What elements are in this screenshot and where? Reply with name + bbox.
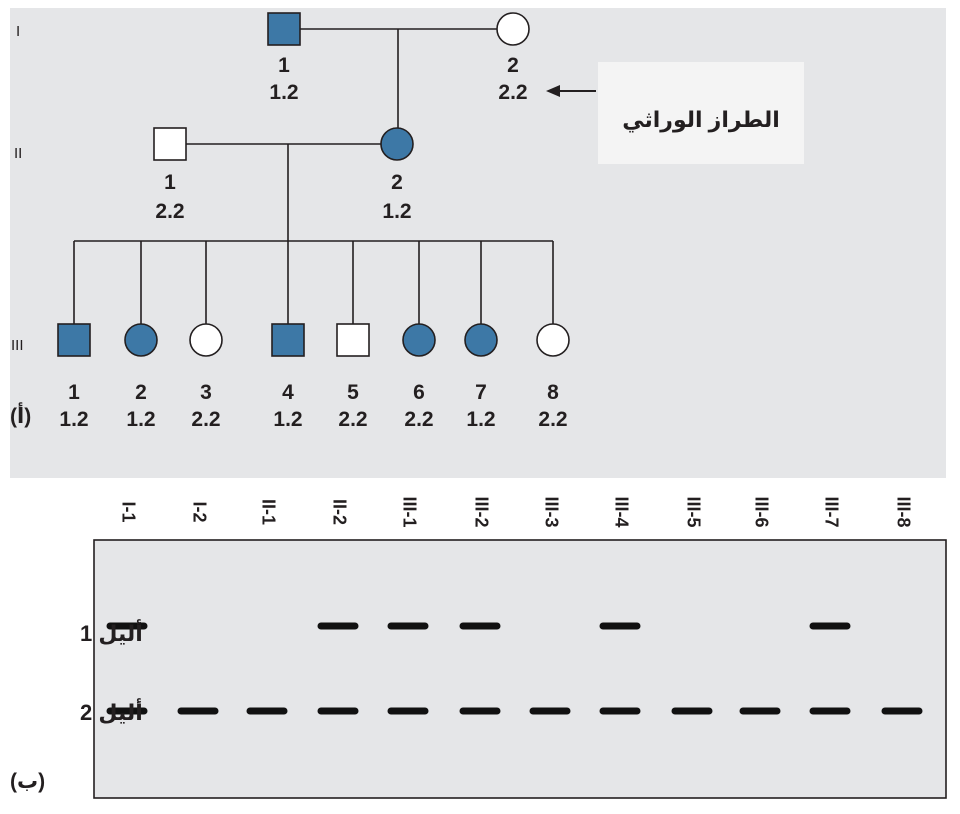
individual-iii-3-number: 3 — [200, 381, 212, 404]
generation-label-ii: II — [14, 145, 22, 162]
lane-label-i-2: I-2 — [189, 501, 209, 522]
individual-iii-5-number: 5 — [347, 381, 359, 404]
lane-label-i-1: I-1 — [118, 501, 138, 522]
individual-iii-4-genotype: 1.2 — [273, 408, 302, 431]
pedigree-lines — [73, 28, 554, 324]
individual-ii-2-circle — [380, 127, 414, 161]
individual-iii-4-number: 4 — [282, 381, 294, 404]
gel-box — [93, 539, 947, 799]
allele-2-label: أليل 2 — [80, 697, 143, 725]
individual-iii-6-genotype: 2.2 — [404, 408, 433, 431]
individual-i-1-square — [267, 12, 301, 46]
generation-label-i: I — [16, 23, 20, 40]
lane-label-iii-7: III-7 — [821, 496, 841, 527]
generation-label-iii: III — [11, 337, 24, 354]
lane-label-ii-1: II-1 — [258, 499, 278, 525]
individual-iii-1-genotype: 1.2 — [59, 408, 88, 431]
individual-ii-1-number: 1 — [164, 171, 176, 194]
gel: I-1 I-2 II-1 II-2 III-1 III-2 III-3 III-4 III-5 I… — [93, 496, 947, 799]
lane-label-iii-6: III-6 — [751, 496, 771, 527]
individual-iii-2-circle — [124, 323, 158, 357]
lane-label-iii-2: III-2 — [471, 496, 491, 527]
lane-label-iii-4: III-4 — [611, 496, 631, 527]
individual-iii-8-circle — [536, 323, 570, 357]
individual-ii-2-genotype: 1.2 — [382, 200, 411, 223]
individual-iii-1-square — [57, 323, 91, 357]
lane-label-iii-8: III-8 — [893, 496, 913, 527]
panel-b-label: (ب) — [10, 770, 45, 793]
individual-ii-1-genotype: 2.2 — [155, 200, 184, 223]
individual-iii-6-circle — [402, 323, 436, 357]
individual-iii-4-square — [271, 323, 305, 357]
lane-label-ii-2: II-2 — [329, 499, 349, 525]
individual-i-2-circle — [496, 12, 530, 46]
individual-iii-1-number: 1 — [68, 381, 80, 404]
individual-iii-6-number: 6 — [413, 381, 425, 404]
pedigree-symbols — [57, 12, 570, 357]
individual-iii-7-genotype: 1.2 — [466, 408, 495, 431]
individual-i-2-number: 2 — [507, 54, 519, 77]
individual-iii-5-genotype: 2.2 — [338, 408, 367, 431]
lane-label-iii-5: III-5 — [683, 496, 703, 527]
individual-iii-8-genotype: 2.2 — [538, 408, 567, 431]
allele-1-label: أليل 1 — [80, 618, 143, 646]
individual-iii-2-genotype: 1.2 — [126, 408, 155, 431]
individual-iii-7-number: 7 — [475, 381, 487, 404]
individual-iii-5-square — [336, 323, 370, 357]
individual-i-2-genotype: 2.2 — [498, 81, 527, 104]
individual-iii-3-circle — [189, 323, 223, 357]
callout-box — [598, 62, 804, 164]
individual-ii-2-number: 2 — [391, 171, 403, 194]
left-arrow-icon — [546, 85, 596, 97]
panel-a-label: (أ) — [10, 401, 31, 428]
individual-i-1-genotype: 1.2 — [269, 81, 298, 104]
genotype-callout: الطراز الوراثي — [546, 62, 804, 164]
callout-text: الطراز الوراثي — [622, 107, 780, 133]
pedigree-labels: 1 1.2 2 2.2 1 2.2 2 1.2 1 1.2 2 1.2 3 2.2 4 1.2 5 2.2 6 2.2… — [59, 54, 567, 431]
individual-ii-1-square — [153, 127, 187, 161]
individual-iii-7-circle — [464, 323, 498, 357]
individual-iii-2-number: 2 — [135, 381, 147, 404]
individual-iii-8-number: 8 — [547, 381, 559, 404]
individual-i-1-number: 1 — [278, 54, 290, 77]
lane-label-iii-1: III-1 — [399, 496, 419, 527]
individual-iii-3-genotype: 2.2 — [191, 408, 220, 431]
lane-label-iii-3: III-3 — [541, 496, 561, 527]
